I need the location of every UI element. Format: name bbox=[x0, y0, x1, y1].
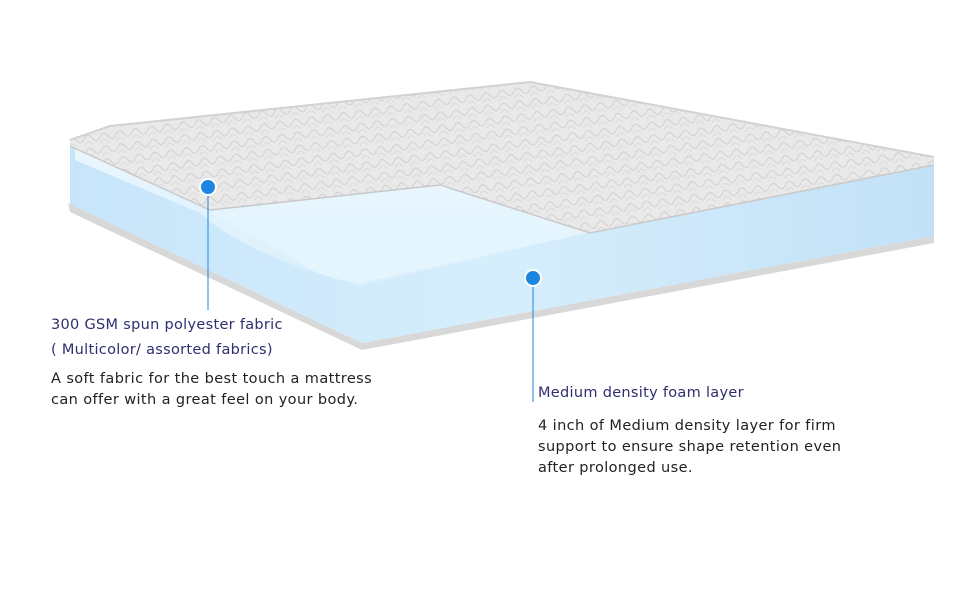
foam-desc-line: 4 inch of Medium density layer for firm bbox=[538, 418, 836, 434]
fabric-title-line: 300 GSM spun polyester fabric bbox=[51, 317, 283, 333]
bottom-fabric-edge bbox=[68, 203, 934, 350]
dot-marker-icon bbox=[199, 178, 217, 196]
fabric-callout: 300 GSM spun polyester fabric ( Multicol… bbox=[51, 313, 391, 411]
foam-description: 4 inch of Medium density layer for firm … bbox=[538, 416, 898, 479]
fabric-desc-line: A soft fabric for the best touch a mattr… bbox=[51, 371, 373, 387]
foam-title: Medium density foam layer bbox=[538, 385, 744, 401]
foam-callout: Medium density foam layer 4 inch of Medi… bbox=[538, 381, 898, 479]
fabric-title: 300 GSM spun polyester fabric ( Multicol… bbox=[51, 313, 391, 363]
dot-marker-icon bbox=[524, 269, 542, 287]
quilted-top-fabric bbox=[70, 82, 934, 233]
foam-desc-line: support to ensure shape retention even bbox=[538, 439, 842, 455]
fabric-description: A soft fabric for the best touch a mattr… bbox=[51, 369, 391, 411]
foam-desc-line: after prolonged use. bbox=[538, 460, 693, 476]
fabric-desc-line: can offer with a great feel on your body… bbox=[51, 392, 359, 408]
fabric-title-line: ( Multicolor/ assorted fabrics) bbox=[51, 342, 273, 358]
